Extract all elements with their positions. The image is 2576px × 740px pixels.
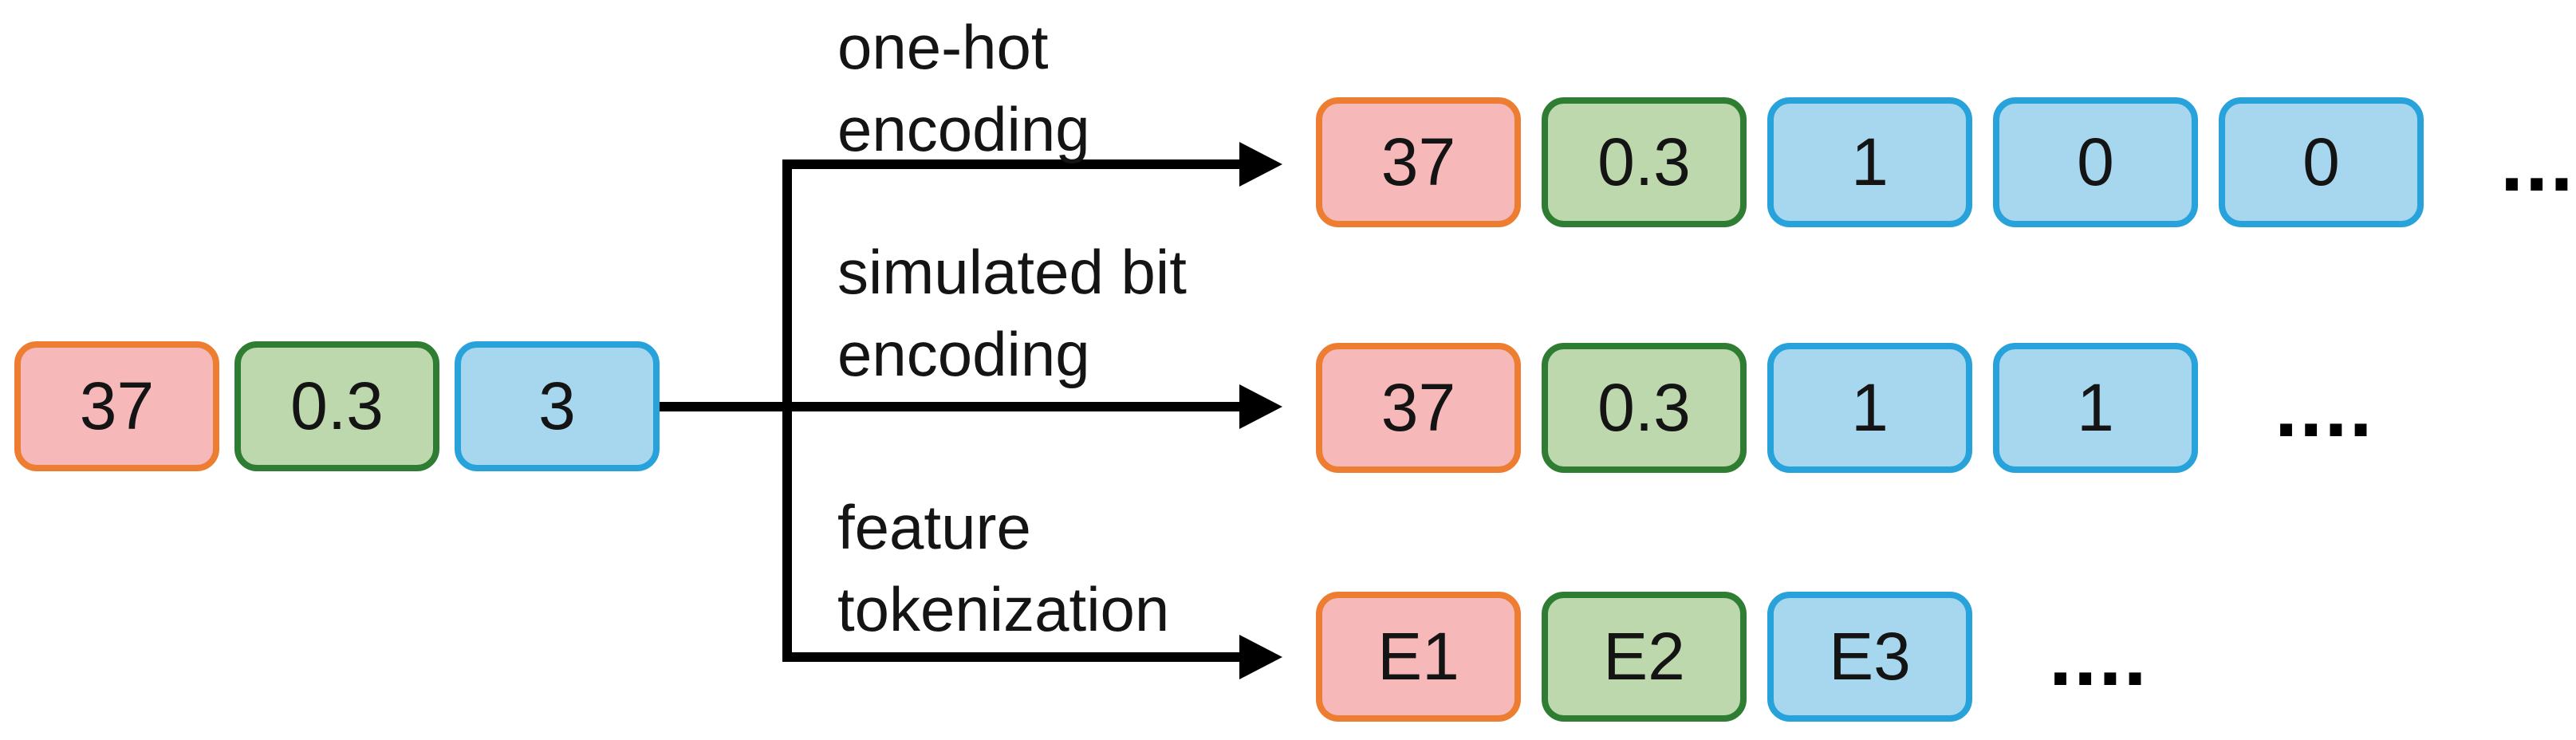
embedding-cell: E1 [1316,592,1521,722]
encoded-cell: 1 [1993,343,2198,473]
feature-tokenization-row: E1 E2 E3 .... [1316,592,2149,722]
encoded-cell: 0.3 [1542,343,1747,473]
label-line: tokenization [837,574,1170,644]
source-cell: 0.3 [234,341,439,471]
source-to-trunk-line [656,402,1241,411]
encoded-cell: 37 [1316,97,1521,227]
label-line: encoding [837,319,1090,389]
feature-tokenization-arrowhead-icon [1239,635,1282,679]
simulated-bit-encoding-label: simulated bit encoding [837,231,1187,396]
encoded-cell: 0 [1993,97,2198,227]
one-hot-encoding-label: one-hot encoding [837,6,1090,171]
embedding-cell: E2 [1542,592,1747,722]
source-cell: 3 [455,341,660,471]
feature-tokenization-arrow-line [782,652,1241,662]
embedding-cell: E3 [1767,592,1972,722]
branch-trunk-line [782,159,792,662]
label-line: simulated bit [837,237,1187,307]
label-line: encoding [837,94,1090,164]
one-hot-arrowhead-icon [1239,142,1282,187]
encoded-cell: 0.3 [1542,97,1747,227]
ellipsis-dots: .... [2049,610,2149,703]
encoded-cell: 0 [2219,97,2424,227]
label-line: one-hot [837,12,1049,82]
label-line: feature [837,492,1031,562]
encoded-cell: 1 [1767,343,1972,473]
source-feature-row: 37 0.3 3 [14,341,660,471]
encoded-cell: 37 [1316,343,1521,473]
feature-tokenization-label: feature tokenization [837,486,1169,651]
ellipsis-dots: .... [2500,116,2576,209]
ellipsis-dots: .... [2275,361,2374,455]
encoded-cell: 1 [1767,97,1972,227]
simulated-bit-encoding-row: 37 0.3 1 1 .... [1316,343,2374,473]
simulated-bit-arrowhead-icon [1239,384,1282,429]
one-hot-encoding-row: 37 0.3 1 0 0 .... [1316,97,2576,227]
one-hot-arrow-line [782,159,1241,169]
source-cell: 37 [14,341,219,471]
